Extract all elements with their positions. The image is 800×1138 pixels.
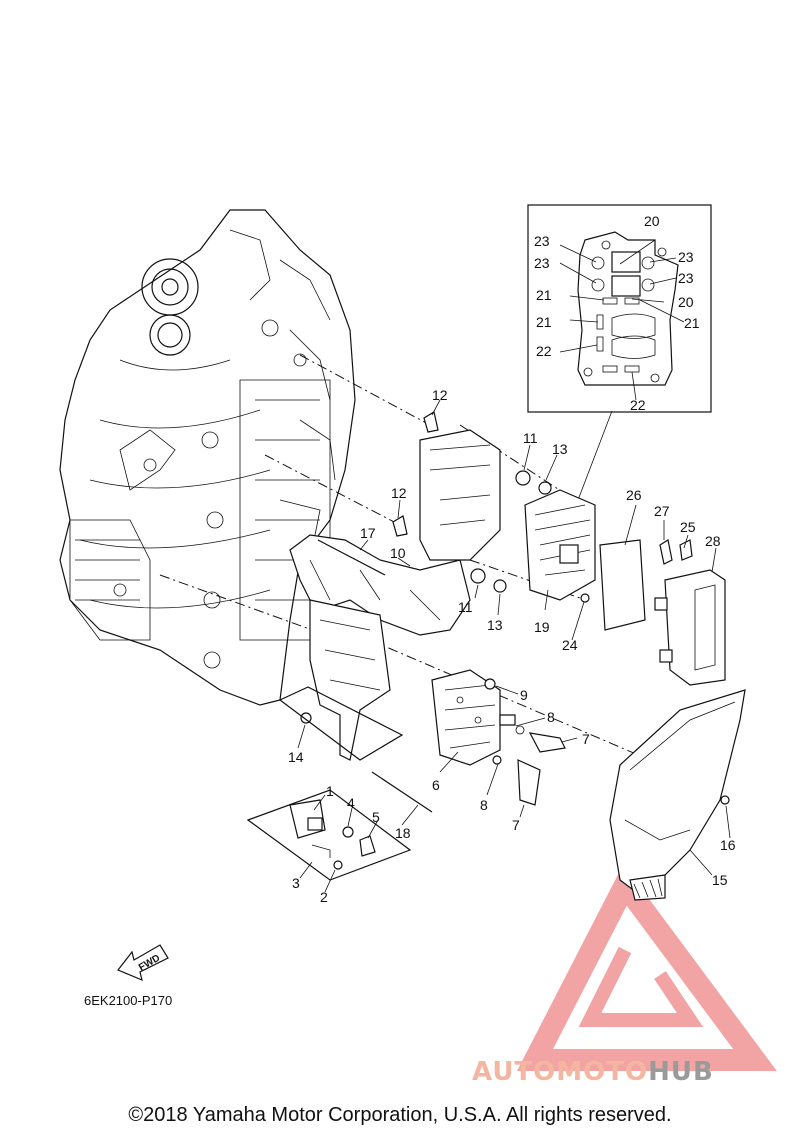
callout-6: 6 [432,777,440,793]
watermark-text-part1: AUTOMOTO [472,1057,649,1087]
callout-14: 14 [288,749,304,765]
part-7-plug-caps [492,732,566,806]
engine-block [59,209,356,706]
callout-23a: 23 [534,233,550,249]
callout-27: 27 [654,503,670,519]
callout-23b: 23 [534,255,550,271]
part-18-cable-tie [371,771,433,813]
part-28-cover [654,539,726,686]
callout-28: 28 [705,533,721,549]
callout-26: 26 [626,487,642,503]
inset-detail-box [527,204,712,501]
part-15-cover [609,689,746,901]
callout-15: 15 [712,872,728,888]
callout-12a: 12 [432,387,448,403]
callout-22b: 22 [630,397,646,413]
part-14-bracket [278,599,404,761]
callout-leaders [297,399,731,893]
callout-1: 1 [326,783,334,799]
callout-11a: 11 [523,430,538,446]
callout-4: 4 [347,795,355,811]
part-1-relay-group [246,789,412,881]
leader-line [159,574,341,641]
part-11-13-fasteners [470,470,552,593]
callout-20b: 20 [678,294,694,310]
callout-22a: 22 [536,343,552,359]
callout-23c: 23 [678,249,694,265]
callout-7b: 7 [512,817,520,833]
callout-11b: 11 [458,599,473,615]
callout-8a: 8 [547,709,555,725]
part-26-gasket [599,539,646,631]
callout-21a: 21 [536,287,552,303]
diagram-code: 6EK2100-P170 [84,993,173,1008]
callout-5: 5 [372,809,380,825]
fwd-arrow-icon [117,944,169,982]
callout-labels: 1 2 3 4 5 6 7 7 8 8 9 10 11 11 12 12 13 … [137,213,736,974]
callout-21b: 21 [536,314,552,330]
callout-16: 16 [720,837,736,853]
part-17-cable-tie [317,539,386,576]
callout-13b: 13 [487,617,503,633]
callout-13a: 13 [552,441,568,457]
part-6-unit [431,669,525,766]
callout-10: 10 [390,545,406,561]
callout-2: 2 [320,889,328,905]
callout-12b: 12 [391,485,407,501]
copyright-text: ©2018 Yamaha Motor Corporation, U.S.A. A… [128,1104,672,1126]
callout-8b: 8 [480,797,488,813]
callout-19: 19 [534,619,550,635]
callout-20a: 20 [644,213,660,229]
callout-3: 3 [292,875,300,891]
callout-21c: 21 [684,315,700,331]
part-19-rectifier [524,489,596,603]
watermark-text: AUTOMOTOHUB [472,1057,714,1087]
callout-18: 18 [395,825,411,841]
callout-17: 17 [360,525,376,541]
watermark-text-part2: HUB [648,1057,714,1087]
callout-7a: 7 [582,731,590,747]
part-12-module [392,411,501,561]
leader-line [369,639,721,791]
leader-line [299,354,431,426]
callout-25: 25 [680,519,696,535]
callout-9: 9 [520,687,528,703]
leader-line [264,454,401,526]
callout-23d: 23 [678,270,694,286]
watermark-logo [516,864,777,1071]
callout-24: 24 [562,637,578,653]
